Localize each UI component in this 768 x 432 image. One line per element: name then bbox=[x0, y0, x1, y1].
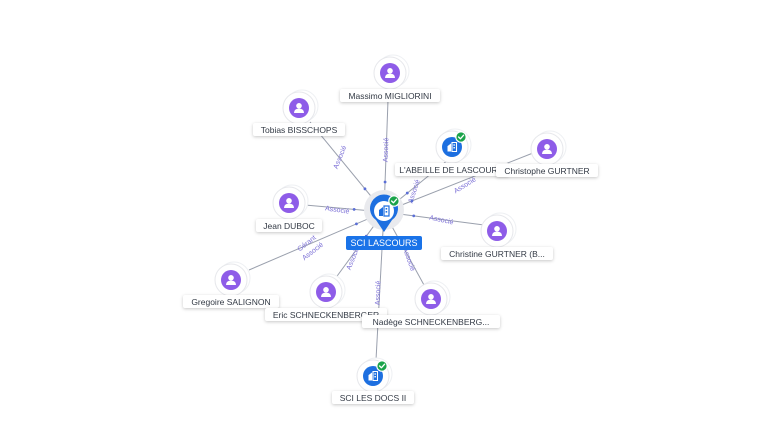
edge-arrow bbox=[363, 187, 367, 191]
person-body bbox=[426, 299, 436, 304]
person-head bbox=[228, 275, 234, 281]
central-label-bg bbox=[346, 236, 422, 250]
node-label: Christophe GURTNER bbox=[504, 166, 589, 176]
node-tobias[interactable]: Tobias BISSCHOPS bbox=[253, 89, 345, 136]
nodes-layer: Massimo MIGLIORINI Tobias BISSCHOPS L'ABEI… bbox=[183, 54, 598, 404]
edge-label: Associé bbox=[375, 280, 383, 305]
node-label: SCI LES DOCS II bbox=[340, 393, 407, 403]
edge-label: Associé bbox=[383, 137, 391, 162]
person-body bbox=[284, 203, 294, 208]
edge-docs: Associé bbox=[375, 211, 385, 361]
node-jean[interactable]: Jean DUBOC bbox=[256, 184, 322, 232]
node-label-bg bbox=[332, 391, 414, 404]
node-label: Massimo MIGLIORINI bbox=[348, 91, 431, 101]
person-body bbox=[492, 231, 502, 236]
edge-label: Associé bbox=[429, 215, 455, 227]
edge-arrow bbox=[412, 214, 416, 218]
person-body bbox=[385, 73, 395, 78]
edge-label: Associé bbox=[325, 205, 350, 215]
verified-check-icon bbox=[455, 131, 467, 143]
node-label-bg bbox=[496, 164, 598, 177]
person-head bbox=[286, 198, 292, 204]
node-label-bg bbox=[441, 247, 553, 260]
node-gregoire[interactable]: Gregoire SALIGNON bbox=[183, 261, 279, 308]
person-head bbox=[323, 287, 329, 293]
central-node[interactable]: SCI LASCOURS bbox=[346, 190, 422, 250]
node-massimo[interactable]: Massimo MIGLIORINI bbox=[340, 54, 440, 102]
person-body bbox=[226, 280, 236, 285]
person-head bbox=[544, 144, 550, 150]
verified-check-icon bbox=[388, 195, 400, 207]
edge-label: Associé bbox=[401, 247, 416, 273]
person-body bbox=[294, 108, 304, 113]
building-icon bbox=[379, 205, 390, 217]
node-label-bg bbox=[253, 123, 345, 136]
node-label-bg bbox=[340, 89, 440, 102]
building-glyph bbox=[368, 370, 379, 382]
node-eric[interactable]: Eric SCHNECKENBERGER bbox=[265, 273, 387, 321]
building-glyph bbox=[447, 141, 458, 153]
node-label: Nadège SCHNECKENBERG... bbox=[373, 317, 490, 327]
node-abeille[interactable]: L'ABEILLE DE LASCOUR... bbox=[395, 128, 509, 176]
edge-arrow bbox=[352, 207, 356, 211]
edge-arrow bbox=[405, 191, 409, 195]
edge-arrow bbox=[410, 199, 414, 203]
edge-label: Associé bbox=[453, 176, 478, 195]
person-body bbox=[321, 292, 331, 297]
edge-arrow bbox=[355, 222, 358, 226]
node-label: Tobias BISSCHOPS bbox=[261, 125, 338, 135]
edge-line bbox=[248, 211, 385, 271]
node-label-bg bbox=[362, 315, 500, 328]
node-label: Eric SCHNECKENBERGER bbox=[273, 310, 379, 320]
person-head bbox=[494, 226, 500, 232]
edge-line bbox=[383, 152, 534, 213]
person-head bbox=[387, 68, 393, 74]
person-head bbox=[428, 294, 434, 300]
edge-arrow bbox=[383, 180, 387, 184]
node-label-bg bbox=[395, 163, 509, 176]
node-docs[interactable]: SCI LES DOCS II bbox=[332, 357, 414, 404]
person-head bbox=[296, 103, 302, 109]
node-label-bg bbox=[183, 295, 279, 308]
node-nadege[interactable]: Nadège SCHNECKENBERG... bbox=[362, 280, 500, 328]
person-body bbox=[542, 149, 552, 154]
node-christophe[interactable]: Christophe GURTNER bbox=[496, 130, 598, 177]
central-label: SCI LASCOURS bbox=[350, 238, 417, 248]
node-label-bg bbox=[256, 219, 322, 232]
node-label: Gregoire SALIGNON bbox=[191, 297, 270, 307]
node-christine[interactable]: Christine GURTNER (B... bbox=[441, 212, 553, 260]
node-label: L'ABEILLE DE LASCOUR... bbox=[399, 165, 505, 175]
verified-check-icon bbox=[376, 360, 388, 372]
node-label-bg bbox=[265, 308, 387, 321]
node-label: Christine GURTNER (B... bbox=[449, 249, 545, 259]
node-label: Jean DUBOC bbox=[263, 221, 315, 231]
